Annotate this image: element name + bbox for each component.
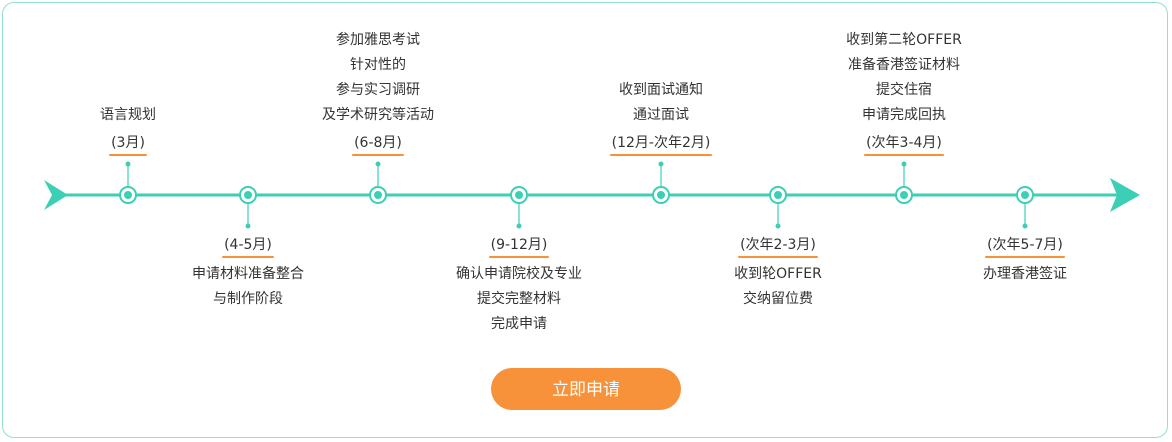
milestone-description-line: 交纳留位费: [743, 291, 813, 307]
milestone-description-line: 准备香港签证材料: [848, 57, 960, 73]
milestone-node-center: [774, 191, 782, 199]
milestone-date: (4-5月): [222, 234, 274, 258]
milestone-2: (4-5月) 申请材料准备整合与制作阶段: [148, 234, 348, 312]
milestone-description-line: 提交住宿: [876, 82, 932, 98]
milestone-connector-dot: [245, 223, 251, 229]
milestone-node-center: [124, 191, 132, 199]
milestone-node-center: [900, 191, 908, 199]
milestone-4: (9-12月) 确认申请院校及专业提交完整材料完成申请: [419, 234, 619, 337]
milestone-description-line: 及学术研究等活动: [322, 107, 434, 123]
milestone-date: (9-12月): [488, 234, 550, 258]
milestone-description-line: 收到面试通知: [619, 82, 703, 98]
milestone-description-line: 通过面试: [633, 107, 689, 123]
milestone-connector-dot: [516, 223, 522, 229]
milestone-description-line: 针对性的: [350, 57, 406, 73]
milestone-date: (3月): [109, 132, 147, 156]
milestone-connector-dot: [658, 161, 664, 167]
milestone-node-center: [1021, 191, 1029, 199]
milestone-date: (12月-次年2月): [609, 132, 713, 156]
milestone-1: 语言规划 (3月): [28, 103, 228, 156]
milestone-description-line: 语言规划: [100, 107, 156, 123]
milestone-description-line: 收到第二轮OFFER: [846, 32, 962, 48]
milestone-6: (次年2-3月) 收到轮OFFER 交纳留位费: [678, 234, 878, 312]
milestone-date: (次年3-4月): [864, 132, 944, 156]
milestone-description-line: 完成申请: [491, 316, 547, 332]
milestone-description-line: 参与实习调研: [336, 82, 420, 98]
milestone-description-line: 提交完整材料: [477, 291, 561, 307]
milestone-description-line: 申请材料准备整合: [192, 266, 304, 282]
milestone-node-center: [374, 191, 382, 199]
milestone-node-center: [244, 191, 252, 199]
apply-now-button[interactable]: 立即申请: [491, 368, 681, 410]
milestone-3: 参加雅思考试针对性的参与实习调研及学术研究等活动 (6-8月): [278, 28, 478, 156]
milestone-connector-dot: [125, 161, 131, 167]
timeline-start-arrow-icon: [44, 180, 68, 210]
milestone-description-line: 确认申请院校及专业: [456, 266, 582, 282]
timeline-end-arrow-icon: [1110, 178, 1140, 212]
milestone-node-center: [657, 191, 665, 199]
milestone-connector-dot: [775, 223, 781, 229]
milestone-description-line: 与制作阶段: [213, 291, 283, 307]
milestone-date: (6-8月): [352, 132, 404, 156]
milestone-node-center: [515, 191, 523, 199]
milestone-8: (次年5-7月) 办理香港签证: [925, 234, 1125, 287]
milestone-description-line: 参加雅思考试: [336, 32, 420, 48]
milestone-date: (次年5-7月): [985, 234, 1065, 258]
milestone-connector-dot: [1022, 223, 1028, 229]
milestone-connector-dot: [375, 161, 381, 167]
milestone-7: 收到第二轮OFFER 准备香港签证材料提交住宿申请完成回执 (次年3-4月): [804, 28, 1004, 156]
milestone-5: 收到面试通知通过面试 (12月-次年2月): [561, 78, 761, 156]
milestone-description-line: 申请完成回执: [862, 107, 946, 123]
milestone-connector-dot: [901, 161, 907, 167]
milestone-description-line: 办理香港签证: [983, 266, 1067, 282]
milestone-date: (次年2-3月): [738, 234, 818, 258]
milestone-description-line: 收到轮OFFER: [734, 266, 822, 282]
